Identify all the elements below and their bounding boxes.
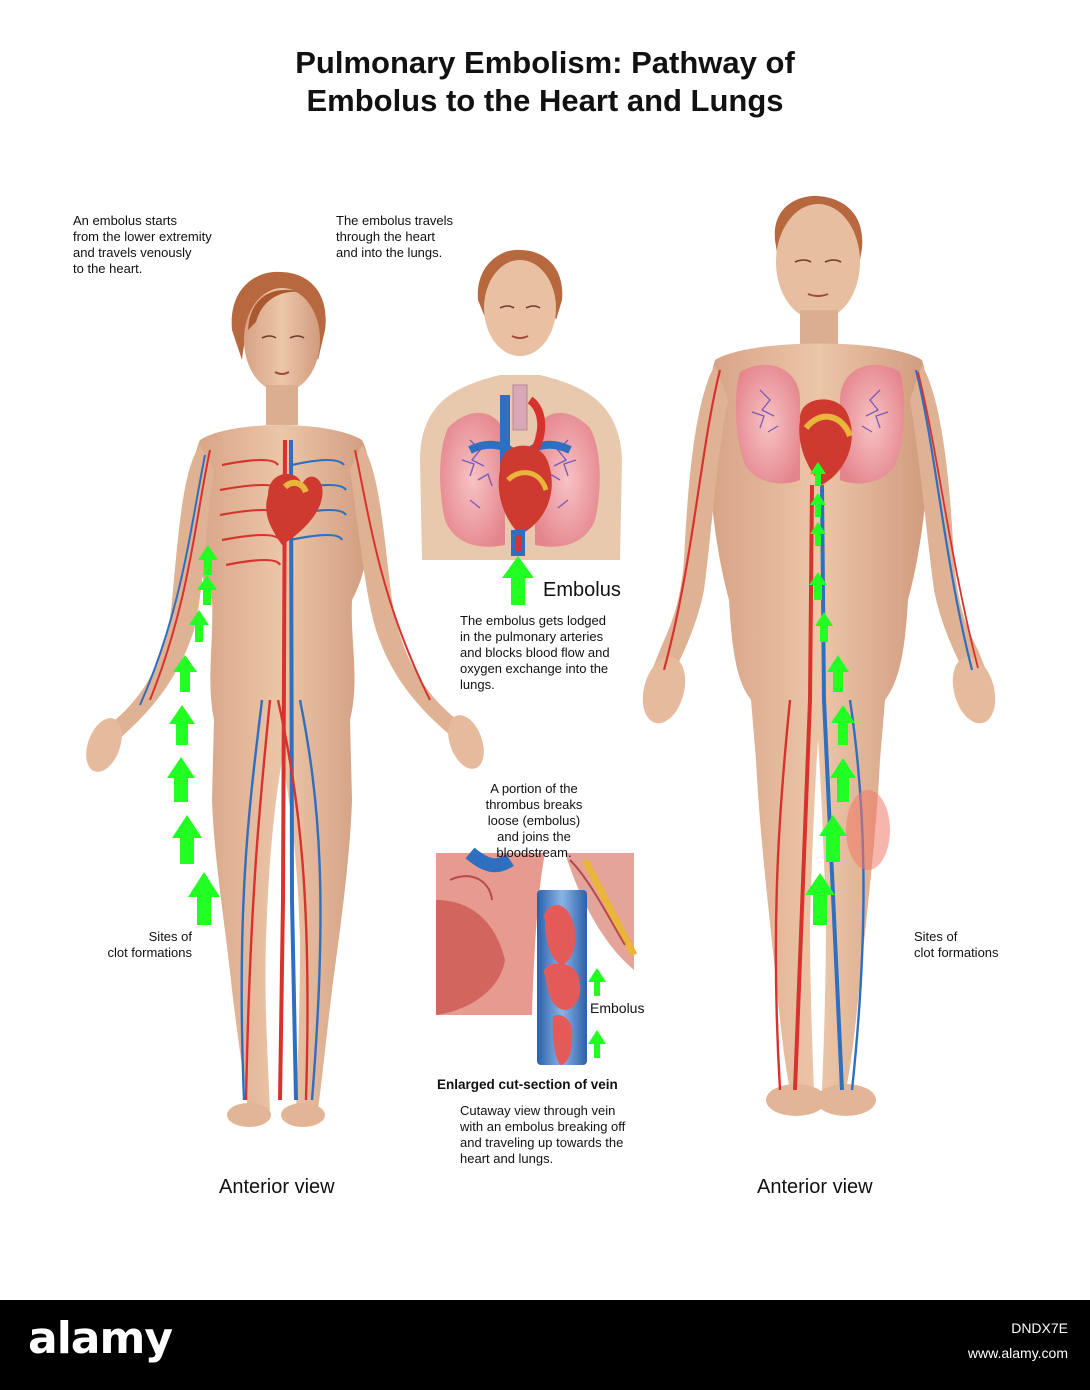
- note-embolus-travels: The embolus travels through the heart an…: [336, 213, 454, 260]
- male-figure: [642, 195, 996, 1116]
- note-sites-right: Sites of clot formations: [914, 929, 999, 960]
- male-arrow-path: [805, 462, 856, 925]
- anatomy-illustration: [86, 195, 996, 1127]
- label-embolus-small: Embolus: [590, 1000, 645, 1016]
- note-cutaway: Cutaway view through vein with an embolu…: [460, 1103, 626, 1166]
- embolus-arrow-large: [502, 556, 534, 605]
- footer-bar: [0, 1300, 1090, 1390]
- female-figure: [86, 271, 484, 1127]
- label-enlarged-cut-section: Enlarged cut-section of vein: [437, 1077, 618, 1092]
- title-line-2: Embolus to the Heart and Lungs: [306, 83, 784, 118]
- site-url: www.alamy.com: [967, 1345, 1068, 1361]
- female-arrow-path: [167, 545, 220, 925]
- note-thrombus-portion: A portion of the thrombus breaks loose (…: [485, 781, 583, 860]
- page-title: Pulmonary Embolism: Pathway of Embolus t…: [0, 44, 1090, 120]
- title-line-1: Pulmonary Embolism: Pathway of: [295, 45, 795, 80]
- note-sites-left: Sites of clot formations: [107, 929, 192, 960]
- alamy-logo: alamy: [28, 1313, 173, 1364]
- image-id: DNDX7E: [1011, 1320, 1068, 1336]
- center-heart-lungs: [420, 249, 622, 560]
- embolus-arrow-small-top: [588, 968, 606, 996]
- label-anterior-view-right: Anterior view: [757, 1176, 873, 1198]
- embolus-arrow-small-bottom: [588, 1030, 606, 1058]
- note-embolus-lodged: The embolus gets lodged in the pulmonary…: [460, 613, 610, 692]
- cut-section-inset: [436, 847, 638, 1065]
- label-embolus-large: Embolus: [543, 579, 621, 601]
- label-anterior-view-left: Anterior view: [219, 1176, 335, 1198]
- note-embolus-start: An embolus starts from the lower extremi…: [73, 213, 212, 276]
